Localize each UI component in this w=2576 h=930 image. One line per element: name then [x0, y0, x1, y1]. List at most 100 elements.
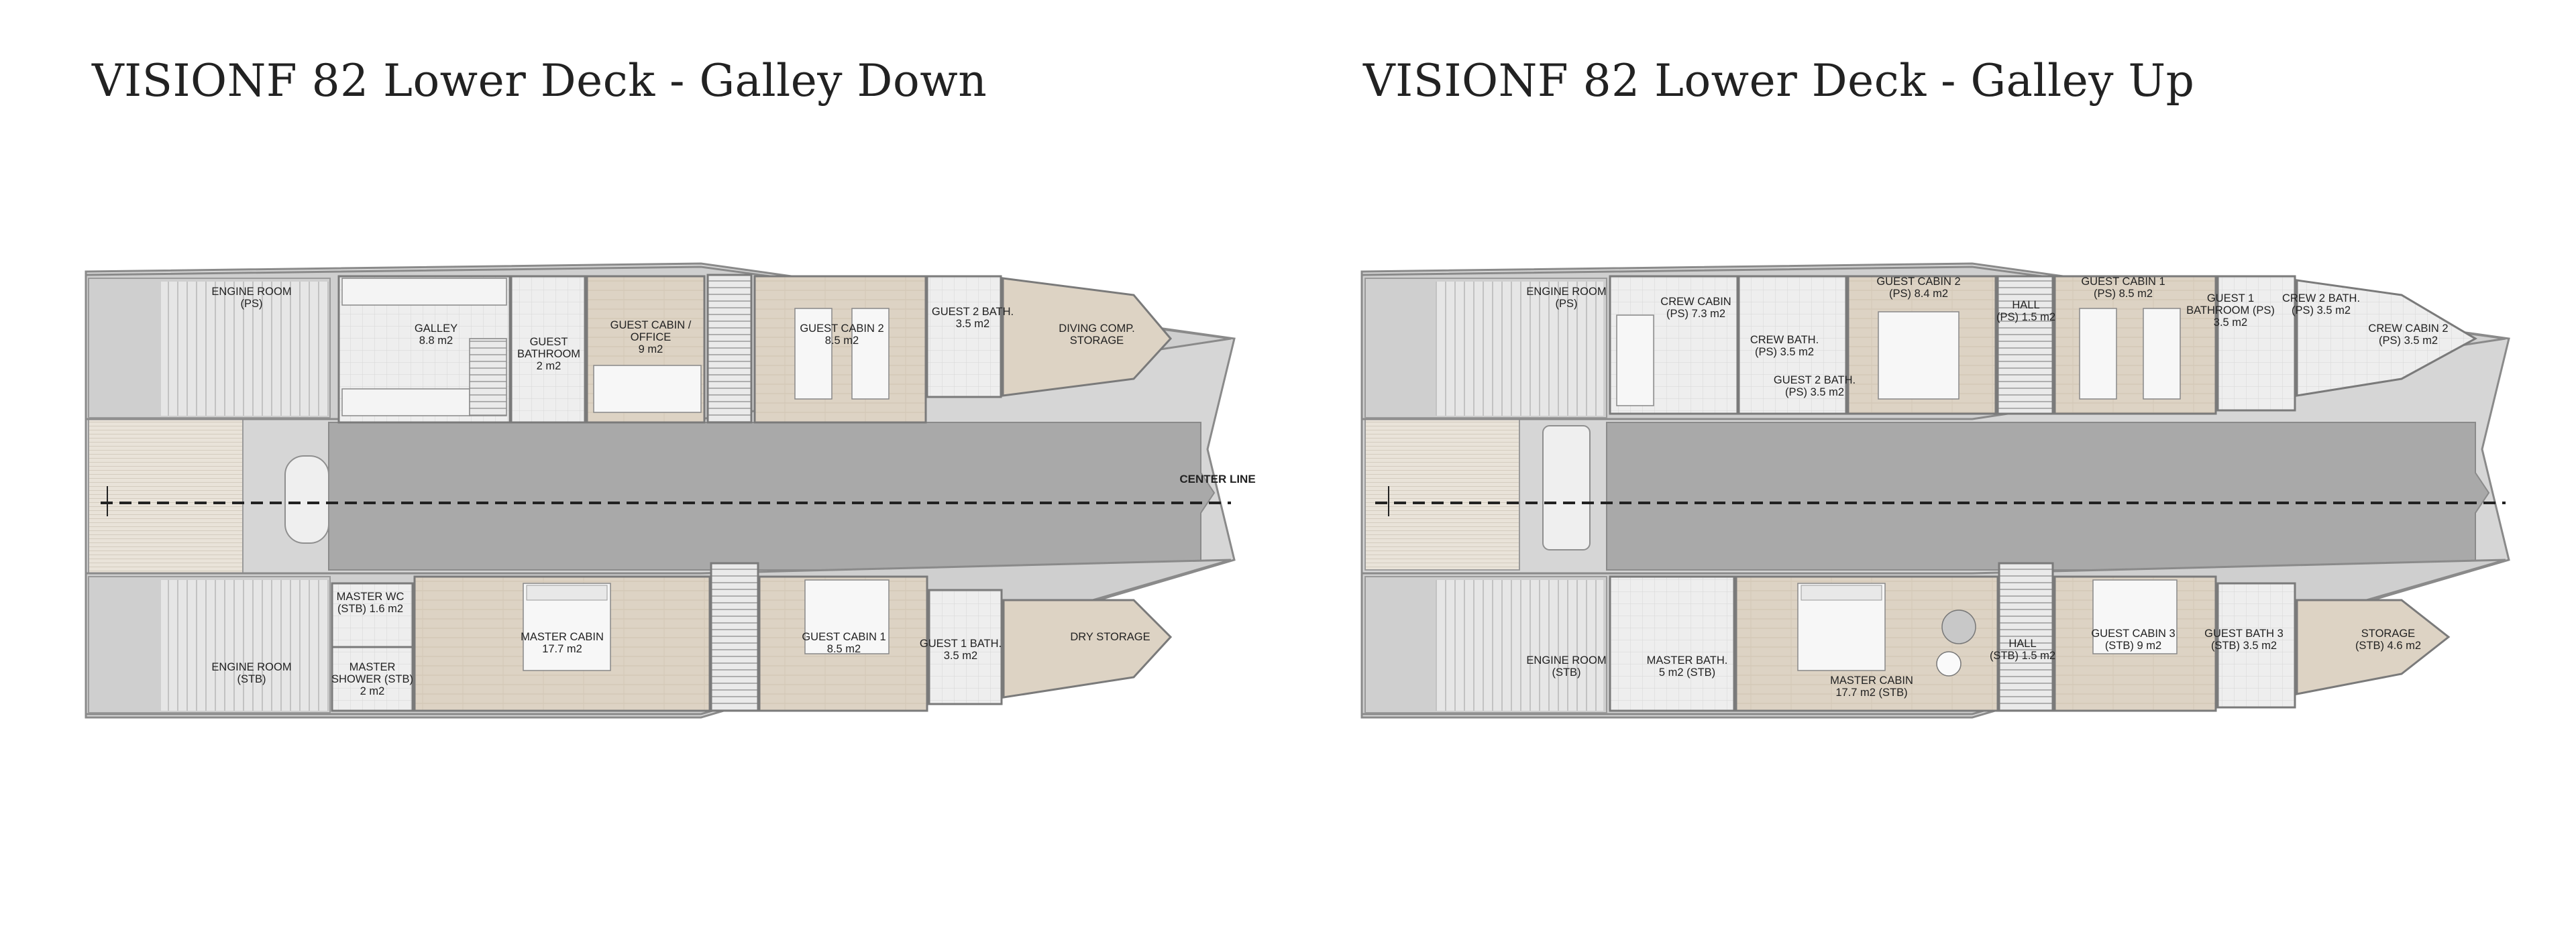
room-label-line: 2 m2 [360, 685, 385, 697]
room-label-line: MASTER CABIN [1830, 675, 1913, 687]
right-deck-plan [1360, 262, 2510, 719]
room-label-line: ENGINE ROOM [211, 661, 291, 673]
room-label-line: (PS) [241, 298, 263, 310]
room-label-master-bath: MASTER BATH.5 m2 (STB) [1647, 654, 1728, 679]
room-label-line: CREW CABIN 2 [2368, 323, 2448, 335]
room-label-line: GUEST CABIN 2 [800, 323, 883, 335]
room-label-line: GUEST CABIN 1 [802, 631, 885, 643]
room-label-line: GUEST BATH 3 [2204, 628, 2284, 640]
storage-area [2296, 599, 2451, 695]
room-label-line: SHOWER (STB) [331, 673, 413, 685]
guest-cabin-2-bed [1878, 311, 1960, 400]
stairs-stb [710, 562, 759, 712]
room-label-line: CREW BATH. [1750, 334, 1819, 346]
room-label-dry-storage: DRY STORAGE [1070, 631, 1150, 643]
room-label-line: GUEST 2 BATH. [1774, 374, 1856, 386]
room-label-line: DRY STORAGE [1070, 631, 1150, 643]
room-label-line: BATHROOM (PS) [2186, 304, 2275, 316]
engine-room-stb-steps [161, 580, 329, 711]
room-label-line: (STB) 4.6 m2 [2355, 640, 2421, 652]
room-label-line: (STB) 3.5 m2 [2211, 640, 2277, 652]
room-label-line: HALL [2008, 638, 2036, 650]
guest-2-bath-area [926, 275, 1002, 398]
engine-room-ps-steps [1436, 282, 1603, 416]
left-deck-plan [85, 262, 1236, 719]
room-label-line: GUEST 2 BATH. [932, 306, 1014, 318]
room-label-line: 9 m2 [639, 343, 663, 355]
engine-room-stb-steps [1436, 580, 1603, 711]
room-label-line: MASTER CABIN [521, 631, 604, 643]
master-shower-area [331, 646, 414, 712]
room-label-master-wc: MASTER WC(STB) 1.6 m2 [337, 591, 405, 615]
room-label-line: GUEST CABIN 3 [2091, 628, 2175, 640]
room-label-line: OFFICE [631, 331, 672, 343]
master-bed-pillows [526, 585, 608, 601]
room-label-crew-cabin: CREW CABIN(PS) 7.3 m2 [1660, 296, 1731, 320]
room-label-line: (PS) 3.5 m2 [1755, 346, 1814, 358]
guest-1-bath-area [928, 589, 1003, 705]
room-label-hall-stb: HALL(STB) 1.5 m2 [1990, 638, 2055, 662]
room-label-line: STORAGE [1070, 335, 1124, 347]
room-label-line: STORAGE [2361, 628, 2415, 640]
room-label-line: (PS) 8.4 m2 [1889, 288, 1948, 300]
guest-bathroom-area [510, 275, 586, 424]
engine-room-ps-steps [161, 282, 329, 416]
crew-2-area [2296, 279, 2478, 397]
armchair [1941, 609, 1976, 644]
room-label-storage: STORAGE(STB) 4.6 m2 [2355, 628, 2421, 652]
room-label-line: MASTER [350, 661, 396, 673]
room-label-guest-1-bath: GUEST 1 BATH.3.5 m2 [920, 638, 1002, 662]
engine-room-ps [88, 278, 331, 418]
room-label-line: GALLEY [415, 323, 458, 335]
room-label-line: 3.5 m2 [956, 318, 989, 330]
room-label-line: ENGINE ROOM [211, 286, 291, 298]
room-label-guest-cabin-3: GUEST CABIN 3(STB) 9 m2 [2091, 628, 2175, 652]
room-label-line: MASTER BATH. [1647, 654, 1728, 666]
room-label-line: ENGINE ROOM [1526, 286, 1606, 298]
room-label-engine-room-ps: ENGINE ROOM(PS) [1526, 286, 1606, 310]
side-table [1936, 651, 1962, 677]
guest-cabin-1-bed [804, 579, 890, 654]
room-label-line: 17.7 m2 [542, 643, 582, 655]
guest-cabin-1-bed-a [2079, 308, 2117, 400]
room-label-line: MASTER WC [337, 591, 405, 603]
room-label-line: GUEST [530, 336, 568, 348]
room-label-engine-room-ps: ENGINE ROOM(PS) [211, 286, 291, 310]
crew-cabin-bed [1616, 314, 1654, 406]
crew-bath-area [1737, 275, 1847, 415]
center-salon [328, 422, 1216, 571]
room-label-guest-2-bath: GUEST 2 BATH.(PS) 3.5 m2 [1774, 374, 1856, 398]
room-label-line: 2 m2 [537, 360, 561, 372]
room-label-line: 8.5 m2 [825, 335, 859, 347]
room-label-guest-cabin-1: GUEST CABIN 1(PS) 8.5 m2 [2081, 276, 2165, 300]
room-label-line: (PS) 7.3 m2 [1666, 308, 1725, 320]
room-label-line: GUEST CABIN 2 [1876, 276, 1960, 288]
room-label-line: 3.5 m2 [2214, 316, 2247, 329]
office-bed [593, 365, 702, 413]
room-label-line: (STB) [237, 673, 266, 685]
room-label-line: (STB) [1552, 666, 1580, 679]
hall-stb-area [1998, 562, 2054, 712]
engine-room-stb [88, 576, 331, 713]
room-label-line: (PS) 3.5 m2 [1785, 386, 1844, 398]
diving-storage-area [1002, 277, 1172, 397]
room-label-line: HALL [2012, 299, 2039, 311]
room-label-crew-bath: CREW BATH.(PS) 3.5 m2 [1750, 334, 1819, 358]
center-salon [1606, 422, 2490, 571]
hall-ps-area [1996, 275, 2054, 415]
room-label-line: 5 m2 (STB) [1659, 666, 1715, 679]
guest-bath-3-area [2216, 582, 2296, 709]
stairs-ps [706, 274, 753, 424]
room-label-line: (PS) 1.5 m2 [1996, 311, 2055, 323]
engine-room-stb [1364, 576, 1607, 713]
guest-cabin-3-bed [2092, 579, 2178, 654]
galley-island [341, 388, 470, 416]
room-label-line: CREW 2 BATH. [2282, 292, 2360, 304]
room-label-line: (PS) 3.5 m2 [2379, 335, 2438, 347]
